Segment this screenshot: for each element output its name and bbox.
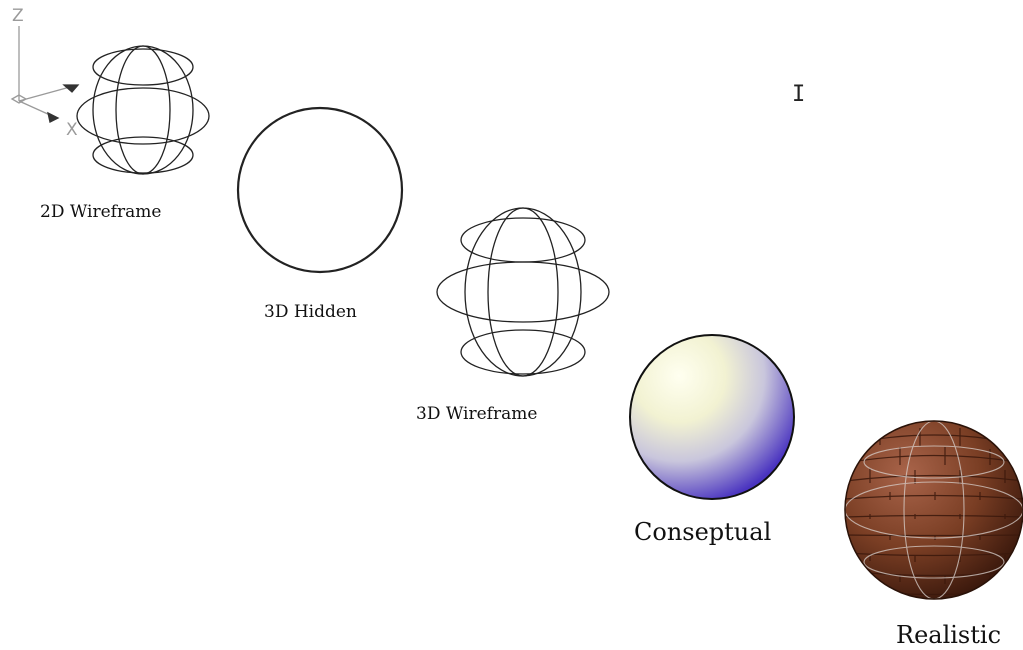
text-ibeam-cursor-icon: I xyxy=(792,82,806,107)
label-3d-hidden: 3D Hidden xyxy=(264,302,357,322)
sphere-realistic[interactable] xyxy=(844,420,1023,600)
ucs-icon xyxy=(10,26,80,123)
sphere-2d-wireframe[interactable] xyxy=(76,45,210,175)
label-2d-wireframe: 2D Wireframe xyxy=(40,202,162,222)
label-realistic: Realistic xyxy=(896,621,1002,649)
sphere-conceptual[interactable] xyxy=(629,334,795,500)
sphere-3d-wireframe[interactable] xyxy=(436,207,610,377)
sphere-3d-hidden[interactable] xyxy=(236,106,404,274)
ucs-z-label: Z xyxy=(12,6,24,26)
label-3d-wireframe: 3D Wireframe xyxy=(416,404,538,424)
ucs-x-label: X xyxy=(66,120,78,140)
label-conceptual: Conseptual xyxy=(634,518,772,546)
